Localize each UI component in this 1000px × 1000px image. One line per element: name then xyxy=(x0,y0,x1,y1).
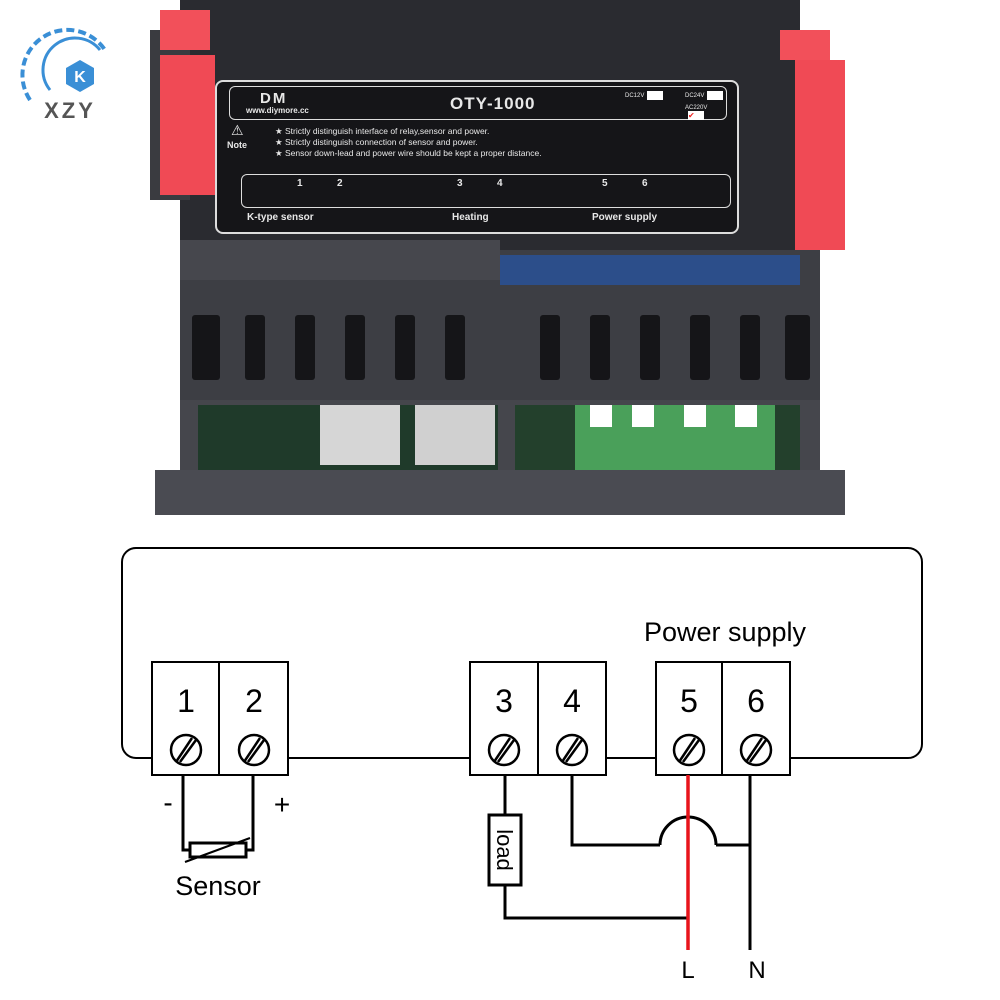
label-terminal-number: 2 xyxy=(337,178,343,189)
group-k-type-sensor: K-type sensor xyxy=(247,212,314,223)
live-label: L xyxy=(681,957,694,984)
screw-icon xyxy=(487,733,521,767)
plus-sign: + xyxy=(274,789,290,820)
brand-url: www.diymore.cc xyxy=(246,106,309,115)
note-label: Note xyxy=(227,140,247,150)
svg-text:K: K xyxy=(74,69,86,86)
screw-icon xyxy=(672,733,706,767)
load-wiring xyxy=(487,775,752,950)
terminal-number: 1 xyxy=(177,683,195,719)
xzy-gear-logo-icon: K xyxy=(20,27,107,102)
sensor-wiring xyxy=(181,775,255,863)
group-power-supply: Power supply xyxy=(592,212,658,223)
checkbox xyxy=(647,91,664,100)
terminal-5 xyxy=(655,661,723,776)
label-header: DM www.diymore.cc OTY-1000 DC12V DC24V A… xyxy=(229,86,727,120)
voltage-dc24v: DC24V xyxy=(685,91,724,100)
terminal-number: 4 xyxy=(563,683,581,719)
sensor-label: Sensor xyxy=(175,871,261,901)
load-label: load xyxy=(492,829,517,871)
voltage-dc12v: DC12V xyxy=(625,91,664,100)
label-terminal-number: 6 xyxy=(642,178,648,189)
group-heating: Heating xyxy=(452,212,489,223)
brand-logo: DM xyxy=(260,90,288,107)
terminal-number: 6 xyxy=(747,683,765,719)
screw-icon xyxy=(739,733,773,767)
power-supply-label: Power supply xyxy=(644,617,807,647)
label-terminal-number: 1 xyxy=(297,178,303,189)
screw-icon xyxy=(237,733,271,767)
logo-text: XZY xyxy=(44,98,96,123)
screw-icon xyxy=(555,733,589,767)
checkbox xyxy=(707,91,724,100)
minus-sign: - xyxy=(163,787,172,818)
warning-icon: ⚠ xyxy=(231,122,244,138)
label-terminal-box xyxy=(241,174,731,208)
voltage-ac220v: AC220V✔ xyxy=(685,105,708,120)
screw-icon xyxy=(169,733,203,767)
notes: ★ Strictly distinguish interface of rela… xyxy=(275,126,542,158)
terminal-4 xyxy=(537,661,607,776)
thermostat-device-photo: DM www.diymore.cc OTY-1000 DC12V DC24V A… xyxy=(150,0,845,515)
terminal-number: 2 xyxy=(245,683,263,719)
label-terminal-number: 3 xyxy=(457,178,463,189)
terminal-number: 5 xyxy=(680,683,698,719)
terminal-number: 3 xyxy=(495,683,513,719)
model-name: OTY-1000 xyxy=(450,94,536,113)
device-label-panel: DM www.diymore.cc OTY-1000 DC12V DC24V A… xyxy=(215,80,739,234)
label-terminal-number: 5 xyxy=(602,178,608,189)
label-terminal-number: 4 xyxy=(497,178,503,189)
neutral-label: N xyxy=(748,957,765,984)
screw-icons xyxy=(169,733,773,767)
checkmark-icon: ✔ xyxy=(688,111,704,120)
